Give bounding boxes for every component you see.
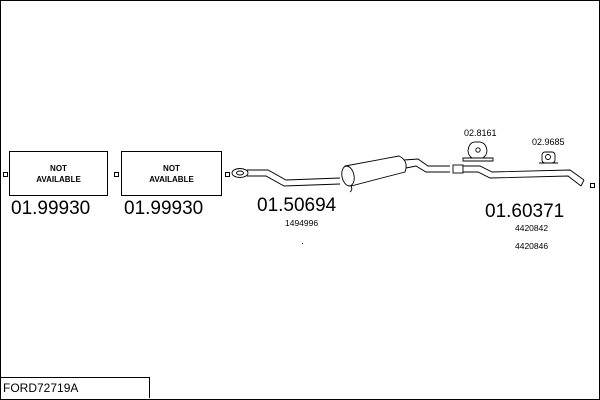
rubber-mount-drawing[interactable] (462, 141, 494, 162)
connector-left-1 (3, 172, 8, 177)
reference-number: FORD72719A (0, 377, 150, 398)
connector-tail-end (590, 183, 595, 188)
part-number-3[interactable]: 01.50694 (257, 195, 337, 216)
connector-right-1 (114, 172, 119, 177)
part-number-1[interactable]: 01.99930 (11, 198, 91, 219)
part-box-not-available-1[interactable]: NOT AVAILABLE (9, 151, 108, 196)
accessory-number-1[interactable]: 02.8161 (464, 128, 497, 138)
part-number-2[interactable]: 01.99930 (124, 198, 204, 219)
part-number-4[interactable]: 01.60371 (485, 201, 565, 222)
clamp-drawing[interactable] (539, 151, 558, 164)
oe-number-3-1: 1494996 (285, 218, 319, 228)
accessory-number-2[interactable]: 02.9685 (532, 137, 565, 147)
oe-number-4-2: 4420846 (515, 241, 549, 251)
oe-number-4-1: 4420842 (515, 223, 549, 233)
tail-pipe-drawing[interactable] (452, 164, 585, 187)
connector-right-2 (225, 172, 230, 177)
rear-muffler-drawing[interactable] (231, 155, 450, 193)
part-box-not-available-2[interactable]: NOT AVAILABLE (121, 151, 222, 196)
stray-dot (302, 243, 303, 244)
